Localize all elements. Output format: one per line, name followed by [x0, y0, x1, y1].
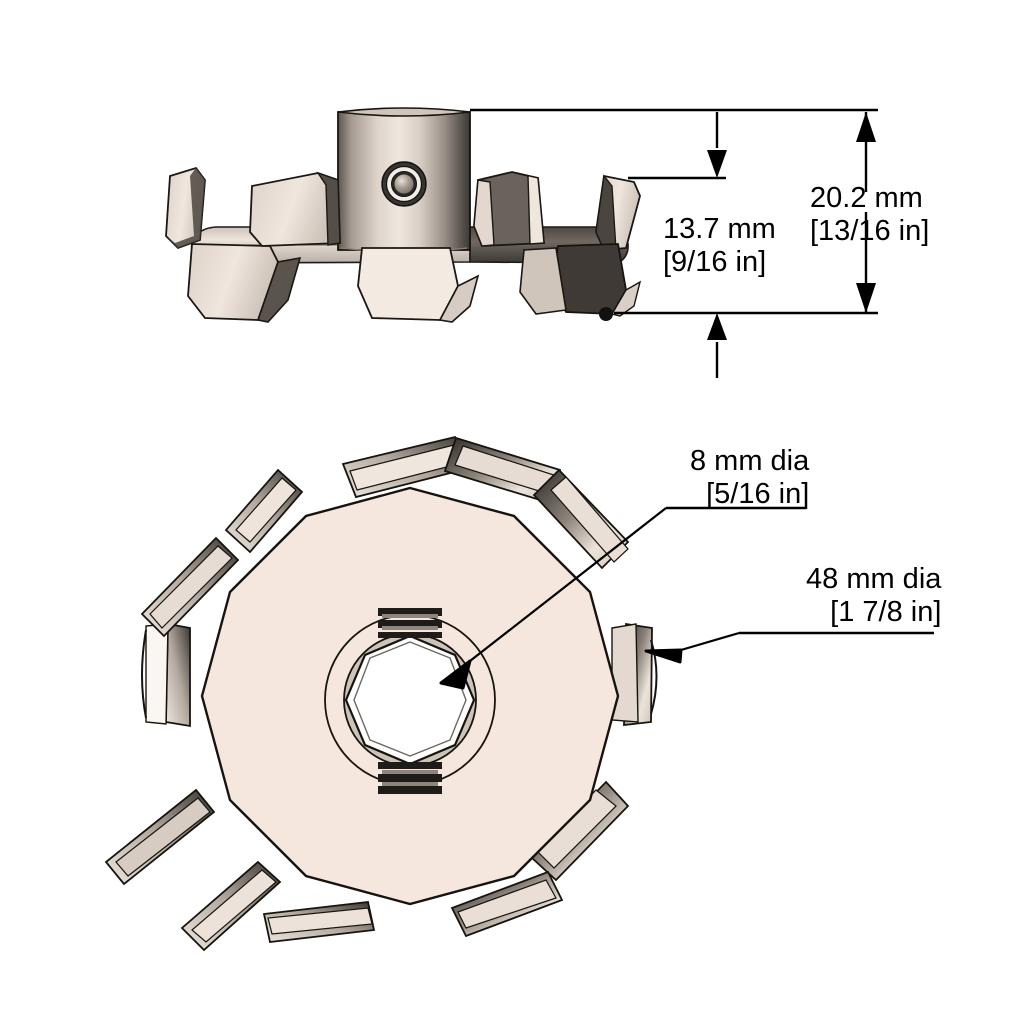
- leader-8mm-dia: [439, 506, 806, 690]
- dimension-metric-value: 13.7 mm: [663, 213, 776, 245]
- dimension-imperial-value: [1 7/8 in]: [830, 596, 942, 628]
- tooth-edge-light-2: [511, 171, 545, 245]
- leader-line: [680, 631, 740, 652]
- tooth-body-side: [256, 256, 302, 323]
- arrowhead-up: [856, 112, 876, 142]
- tooth-plan-face: [267, 907, 373, 935]
- tooth-plan: [165, 622, 191, 728]
- dimension-imperial-value: [13/16 in]: [810, 215, 930, 247]
- side-view-dimension-lines: [470, 108, 878, 378]
- thread-gap: [382, 782, 438, 786]
- leader-line: [469, 507, 667, 662]
- screw-head: [393, 173, 415, 195]
- tooth-plan-face: [235, 477, 297, 543]
- side-tooth-2: [187, 243, 302, 323]
- arrowhead-down: [707, 150, 727, 178]
- hub-cylinder: [337, 107, 471, 253]
- dimension-imperial-value: [9/16 in]: [663, 246, 767, 278]
- side-tooth-4: [357, 247, 480, 323]
- side-elevation-view: [165, 107, 642, 323]
- thread-gap: [382, 626, 438, 630]
- thread-line: [378, 632, 442, 638]
- tooth-plan-arc: [650, 639, 658, 715]
- dimension-label-20-2mm: 20.2 mm [13/16 in]: [810, 182, 929, 248]
- thread-gap: [382, 614, 438, 618]
- leader-48mm-dia: [644, 631, 934, 664]
- thread-gap: [382, 770, 438, 774]
- thread-line: [378, 620, 442, 628]
- tooth-partial: [519, 247, 567, 315]
- leader-arrowhead: [439, 659, 472, 690]
- tooth-edge-light: [473, 179, 495, 247]
- set-screw-hole: [381, 161, 427, 207]
- arrowhead-up: [707, 313, 727, 340]
- dimension-imperial-value: [5/16 in]: [706, 478, 810, 510]
- dimension-20-2mm: [856, 112, 876, 313]
- set-screw-lower: [378, 762, 442, 794]
- tooth-body: [357, 247, 459, 321]
- hub-top-ellipse: [337, 107, 471, 117]
- tooth-edge: [316, 171, 341, 246]
- tooth-plan-face: [550, 476, 629, 563]
- side-tooth-3: [249, 171, 341, 247]
- tooth-tip-node: [599, 307, 613, 321]
- center-bore: [344, 634, 476, 766]
- tooth-body-side: [610, 280, 642, 317]
- tooth-shadow: [166, 168, 205, 248]
- dimension-label-48mm-dia: 48 mm dia [1 7/8 in]: [806, 563, 941, 629]
- thread-line: [378, 774, 442, 782]
- dimension-label-8mm-dia: 8 mm dia [5/16 in]: [690, 445, 809, 511]
- tooth-plan-face: [145, 623, 169, 725]
- plan-view-dimension-leaders: [439, 506, 934, 690]
- plan-view: [104, 435, 658, 952]
- thread-line: [378, 762, 442, 769]
- set-screw-upper: [378, 608, 442, 638]
- dimension-label-13-7mm: 13.7 mm [9/16 in]: [663, 213, 776, 279]
- dimension-metric-value: 48 mm dia: [806, 563, 942, 595]
- tooth-plan-face: [149, 545, 233, 629]
- dimension-metric-value: 20.2 mm: [810, 182, 923, 214]
- side-tooth-8: [519, 247, 567, 315]
- tooth-plan-face: [457, 879, 557, 929]
- thread-line: [378, 786, 442, 794]
- leader-arrowhead: [644, 648, 683, 664]
- side-tooth-1: [165, 166, 206, 250]
- side-tooth-6: [595, 174, 641, 251]
- dimension-metric-value: 8 mm dia: [690, 445, 810, 477]
- arrowhead-down: [856, 283, 876, 313]
- tooth-plan-face: [115, 797, 211, 877]
- side-tooth-5: [473, 171, 545, 247]
- thread-line: [378, 608, 442, 616]
- tooth-plan-face: [191, 869, 277, 943]
- tooth-plan-arc: [141, 629, 147, 719]
- tooth-body-side: [438, 274, 480, 323]
- side-tooth-7: [551, 243, 642, 321]
- dimension-13-7mm: [707, 112, 727, 378]
